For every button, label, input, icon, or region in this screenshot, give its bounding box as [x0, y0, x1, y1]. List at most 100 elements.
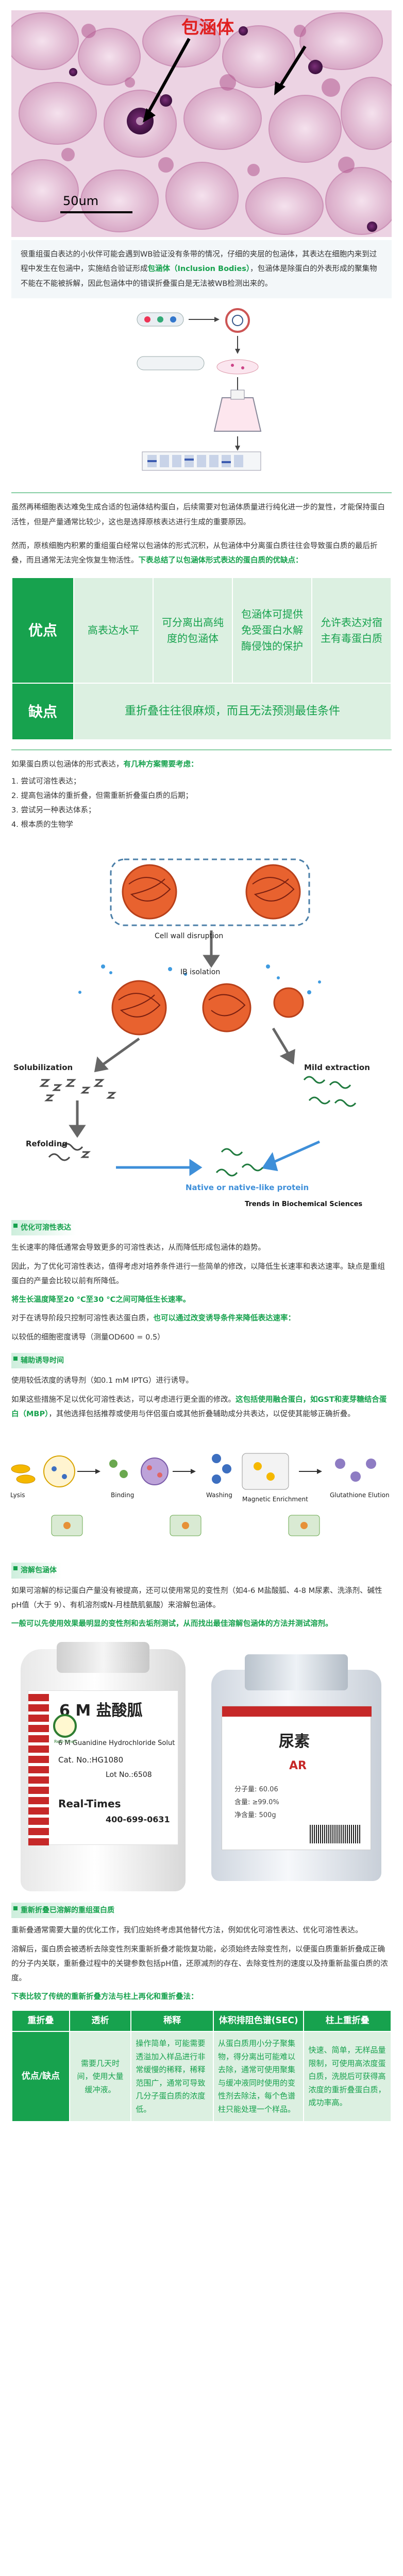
- urea-name: 尿素: [279, 1732, 310, 1751]
- list-item: 2. 提高包涵体的重折叠，但需重新折叠蛋白质的后期；: [11, 791, 193, 800]
- workflow-graphic: [11, 1453, 376, 1536]
- intro-text-a: 很重组蛋白表达的小伙伴可能会遇到WB验证没有条带的情况，仔细的夹层的包涵体，其表…: [21, 250, 377, 274]
- urea-bottle: 尿素 AR 分子量: 60.06 含量: ≥99.0% 净含量: 500g: [211, 1654, 381, 1881]
- s4-highlight: 下表比较了传统的重新折叠方法与柱上再化和重折叠法：: [11, 1993, 198, 2002]
- bottle-label-band: [28, 1690, 49, 1845]
- expression-process-figure: [0, 298, 403, 488]
- table-header: 稀释: [130, 2009, 214, 2032]
- table-row-label: 优点/缺点: [11, 2031, 70, 2123]
- workflow-label-washing: Washing: [206, 1492, 232, 1499]
- pros-label: 优点: [11, 577, 74, 684]
- s3-paragraph-2: 一般可以先使用效果最明显的变性剂和去垢剂测试，从而找出最佳溶解包涵体的方法并测试…: [0, 1615, 403, 1633]
- workflow-label-elution: Glutathione Elution: [330, 1492, 390, 1499]
- reagent-bottles-figure: 6 M 盐酸胍 6 M Guanidine Hydrochloride Solu…: [0, 1639, 403, 1896]
- histology-micrograph: 包涵体 50um: [11, 10, 392, 237]
- paragraph-2-text: 然而，原核细胞内积累的重组蛋白经常以包涵体的形式沉积，从包涵体中分离蛋白质往往会…: [11, 541, 378, 565]
- s2-text: 如果这些措施不足以优化可溶性表达，可以考虑进行更全面的修改。: [11, 1395, 236, 1404]
- bottle-subtitle: 6 M Guanidine Hydrochloride Solut: [58, 1739, 175, 1747]
- inclusion-body-label: 包涵体: [181, 18, 234, 38]
- cons-label: 缺点: [11, 683, 74, 741]
- pros-cell: 高表达水平: [73, 577, 154, 684]
- urea-info: 净含量: 500g: [234, 1811, 276, 1819]
- s4-paragraph-2: 溶解后，蛋白质会被透析去除变性剂来重新折叠才能恢复功能，必须始终去除变性剂，以便…: [11, 1945, 388, 1983]
- options-list: 1. 尝试可溶性表达； 2. 提高包涵体的重折叠，但需重新折叠蛋白质的后期； 3…: [0, 774, 403, 833]
- list-item: 4. 根本质的生物学: [11, 821, 73, 829]
- label-native-protein: Native or native-like protein: [186, 1182, 309, 1192]
- pros-cell: 包涵体可提供免受蛋白水解酶侵蚀的保护: [232, 577, 312, 684]
- section-header-refold: 重新折叠已溶解的重组蛋白质: [11, 1902, 120, 1919]
- s1-p4-text: 对于在诱导阶段只控制可溶性表达蛋白质，: [11, 1314, 154, 1323]
- s3-paragraph-1: 如果可溶解的标记蛋白产量没有被提高，还可以使用常见的变性剂（如4-6 M盐酸胍、…: [11, 1586, 382, 1610]
- section-header-induction: 辅助诱导时间: [11, 1352, 69, 1369]
- s1-p4-highlight: 也可以通过改变诱导条件来降低表达速率：: [153, 1314, 296, 1323]
- table-cell: 从蛋白质用小分子聚集物，得分离出可能难以去除，通常可使用聚集与缓冲液同时使用的变…: [212, 2031, 305, 2123]
- table-header: 重折叠: [11, 2009, 70, 2032]
- bottle-phone: 400-699-0631: [106, 1814, 170, 1824]
- bottle-title: 6 M 盐酸胍: [59, 1701, 143, 1720]
- urea-info: 分子量: 60.06: [234, 1785, 278, 1793]
- scale-bar-label: 50um: [63, 194, 99, 208]
- s1-paragraph-2: 因此，为了优化可溶性表达，值得考虑对培养条件进行一些简单的修改，以降低生长速率和…: [11, 1262, 385, 1285]
- intro-text-b: ，包涵体是除蛋白的外表形成的聚集物不能在不能被拆解，因此包涵体中的错误折叠蛋白是…: [21, 265, 377, 288]
- pros-cons-table: 优点 高表达水平 可分离出高纯度的包涵体 包涵体可提供免受蛋白水解酶侵蚀的保护 …: [11, 577, 392, 741]
- pros-cell: 可分离出高纯度的包涵体: [153, 577, 233, 684]
- s2-paragraph-1: 使用较低浓度的诱导剂（如0.1 mM IPTG）进行诱导。: [11, 1377, 194, 1385]
- label-mild-extraction: Mild extraction: [304, 1062, 370, 1072]
- s4-paragraph-1: 重新叠通常需要大量的优化工作，我们应始终考虑其他替代方法，例如优化可溶性表达、优…: [11, 1926, 363, 1935]
- bottle-label: 尿素 AR 分子量: 60.06 含量: ≥99.0% 净含量: 500g: [222, 1705, 372, 1850]
- guanidine-bottle: 6 M 盐酸胍 6 M Guanidine Hydrochloride Solu…: [21, 1641, 186, 1891]
- s3-highlight: 一般可以先使用效果最明显的变性剂和去垢剂测试，从而找出最佳溶解包涵体的方法并测试…: [11, 1620, 333, 1629]
- intro-highlight: 包涵体（Inclusion Bodies）: [147, 265, 250, 274]
- label-ib-isolation: IB isolation: [180, 968, 221, 976]
- label-refolding: Refolding: [26, 1139, 68, 1148]
- label-solubilization: Solubilization: [13, 1062, 73, 1072]
- workflow-label-magnetic: Magnetic Enrichment: [242, 1496, 308, 1503]
- refolding-comparison-table: 重折叠 透析 稀释 体积排阻色谱(SEC) 柱上重折叠 优点/缺点 需要几天时间…: [11, 2009, 392, 2123]
- journal-credit: Trends in Biochemical Sciences: [245, 1200, 363, 1208]
- intro-paragraph: 很重组蛋白表达的小伙伴可能会遇到WB验证没有条带的情况，仔细的夹层的包涵体，其表…: [11, 240, 392, 298]
- label-stripe: [222, 1706, 372, 1717]
- s2-paragraph-2: 如果这些措施不足以优化可溶性表达，可以考虑进行更全面的修改。这包括使用融合蛋白，…: [0, 1391, 403, 1424]
- workflow-label-binding: Binding: [111, 1492, 135, 1499]
- section-header-soluble: 优化可溶性表达: [11, 1219, 76, 1236]
- purification-workflow-figure: Lysis Binding Washing Magnetic Enrichmen…: [0, 1428, 403, 1556]
- bottle-cap: [245, 1654, 348, 1690]
- process-illustration: [137, 308, 262, 471]
- paragraph-2: 然而，原核细胞内积累的重组蛋白经常以包涵体的形式沉积，从包涵体中分离蛋白质往往会…: [0, 537, 403, 570]
- bottle-lot: Lot No.:6508: [106, 1770, 152, 1779]
- s4-paragraph-3: 下表比较了传统的重新折叠方法与柱上再化和重折叠法：: [0, 1988, 403, 2006]
- table-header: 体积排阻色谱(SEC): [212, 2009, 305, 2032]
- urea-info: 含量: ≥99.0%: [234, 1798, 279, 1806]
- s1-paragraph-1: 生长速率的降低通常会导致更多的可溶性表达，从而降低形成包涵体的趋势。: [11, 1244, 265, 1252]
- table-cell: 快速、简单，无样品量限制，可使用高浓度蛋白质，洗脱后可获得高浓度的重折叠蛋白质，…: [303, 2031, 392, 2123]
- options-intro-text: 如果蛋白质以包涵体的形式表达，: [11, 760, 124, 769]
- ib-processing-diagram: Cell wall disruption IB isolation Solubi…: [0, 838, 403, 1214]
- bottle-cap: [57, 1641, 149, 1673]
- s2-highlight: 这包括使用融合蛋白，如GST和麦芽糖结合蛋白（MBP）: [11, 1395, 387, 1418]
- ib-diagram-graphic: [39, 858, 357, 1177]
- label-cell-wall-disruption: Cell wall disruption: [155, 931, 224, 940]
- bottle-cat: Cat. No.:HG1080: [58, 1755, 124, 1765]
- bottle-brand: Real-Times: [58, 1797, 121, 1810]
- list-item: 1. 尝试可溶性表达；: [11, 777, 81, 786]
- logo-text: Real-Times: [54, 1739, 77, 1744]
- workflow-label-lysis: Lysis: [10, 1492, 25, 1499]
- bottle-label: 6 M 盐酸胍 6 M Guanidine Hydrochloride Solu…: [28, 1690, 178, 1845]
- list-item: 3. 尝试另一种表达体系；: [11, 806, 96, 815]
- article-page: 包涵体 50um 很重组蛋白表达的小伙伴可能会遇到WB验证没有条带的情况，仔细的…: [0, 10, 403, 2123]
- barcode: [310, 1824, 361, 1843]
- table-header: 透析: [69, 2009, 132, 2032]
- s1-highlight: 将生长温度降至20 °C至30 °C之间可降低生长速率。: [11, 1296, 191, 1304]
- paragraph-1: 虽然再稀细胞表达难免生成合适的包涵体结构蛋白，后续需要对包涵体质量进行纯化进一步…: [11, 503, 385, 527]
- pros-cell: 允许表达对宿主有毒蛋白质: [311, 577, 392, 684]
- s1-paragraph-4: 对于在诱导阶段只控制可溶性表达蛋白质，也可以通过改变诱导条件来降低表达速率：: [0, 1309, 403, 1328]
- table-header: 柱上重折叠: [303, 2009, 392, 2032]
- table-cell: 操作简单，可能需要透溢加入样品进行非常缓慢的稀释，稀释范围广，通常可导致几分子蛋…: [130, 2031, 214, 2123]
- s1-paragraph-3: 将生长温度降至20 °C至30 °C之间可降低生长速率。: [0, 1291, 403, 1309]
- cons-cell: 重折叠往往很麻烦，而且无法预测最佳条件: [73, 683, 392, 741]
- paragraph-2-highlight: 下表总结了以包涵体形式表达的蛋白质的优缺点：: [138, 556, 303, 565]
- real-times-logo: Real-Times: [53, 1714, 77, 1744]
- options-intro: 如果蛋白质以包涵体的形式表达，有几种方案需要考虑：: [0, 755, 403, 774]
- options-intro-highlight: 有几种方案需要考虑：: [123, 760, 198, 769]
- micrograph-image: [11, 10, 392, 237]
